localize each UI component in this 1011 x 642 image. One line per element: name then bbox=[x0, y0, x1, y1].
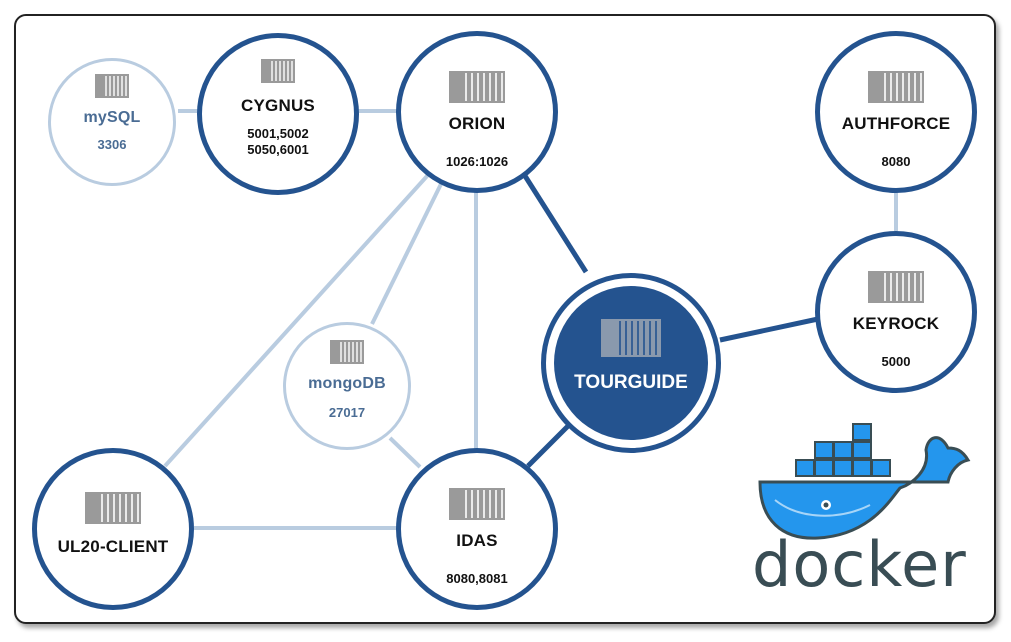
node-orion: ORION 1026:1026 bbox=[396, 31, 558, 193]
link-orion-mongodb bbox=[370, 181, 444, 325]
node-tourguide: TOURGUIDE bbox=[541, 273, 721, 453]
node-name: TOURGUIDE bbox=[574, 372, 688, 393]
link-orion-tourguide bbox=[517, 166, 589, 274]
container-icon bbox=[868, 71, 924, 103]
docker-whale-icon bbox=[758, 423, 971, 540]
container-icon bbox=[95, 74, 129, 98]
node-name: mongoDB bbox=[308, 375, 386, 392]
node-name: KEYROCK bbox=[852, 314, 940, 333]
node-cygnus: CYGNUS 5001,5002 5050,6001 bbox=[197, 33, 359, 195]
container-icon bbox=[868, 271, 924, 303]
node-tourguide-core: TOURGUIDE bbox=[554, 286, 708, 440]
node-name: UL20-CLIENT bbox=[57, 537, 169, 556]
node-port: 8080,8081 bbox=[446, 571, 508, 586]
node-mysql: mySQL 3306 bbox=[48, 58, 176, 186]
node-port: 5001,5002 5050,6001 bbox=[247, 126, 309, 157]
node-name: mySQL bbox=[83, 109, 141, 126]
node-port: 5000 bbox=[881, 354, 911, 369]
docker-logo-text: docker bbox=[752, 528, 967, 601]
link-tourguide-keyrock bbox=[719, 316, 819, 343]
container-icon bbox=[601, 319, 661, 357]
node-name: AUTHFORCE bbox=[841, 114, 951, 133]
node-port: 1026:1026 bbox=[445, 154, 509, 169]
container-icon bbox=[330, 340, 364, 364]
node-name: IDAS bbox=[456, 531, 498, 550]
node-authforce: AUTHFORCE 8080 bbox=[815, 31, 977, 193]
link-mongodb-idas bbox=[388, 436, 422, 469]
node-name: CYGNUS bbox=[241, 96, 315, 115]
container-icon bbox=[449, 488, 505, 520]
node-port: 8080 bbox=[881, 154, 911, 169]
node-port: 3306 bbox=[97, 137, 127, 152]
node-idas: IDAS 8080,8081 bbox=[396, 448, 558, 610]
node-ul20client: UL20-CLIENT bbox=[32, 448, 194, 610]
node-keyrock: KEYROCK 5000 bbox=[815, 231, 977, 393]
link-orion-ul20client bbox=[163, 173, 430, 468]
container-icon bbox=[261, 59, 295, 83]
container-icon bbox=[85, 492, 141, 524]
link-idas-tourguide bbox=[526, 418, 576, 468]
node-port: 27017 bbox=[328, 405, 366, 420]
node-name: ORION bbox=[448, 114, 506, 133]
container-icon bbox=[449, 71, 505, 103]
node-mongodb: mongoDB 27017 bbox=[283, 322, 411, 450]
